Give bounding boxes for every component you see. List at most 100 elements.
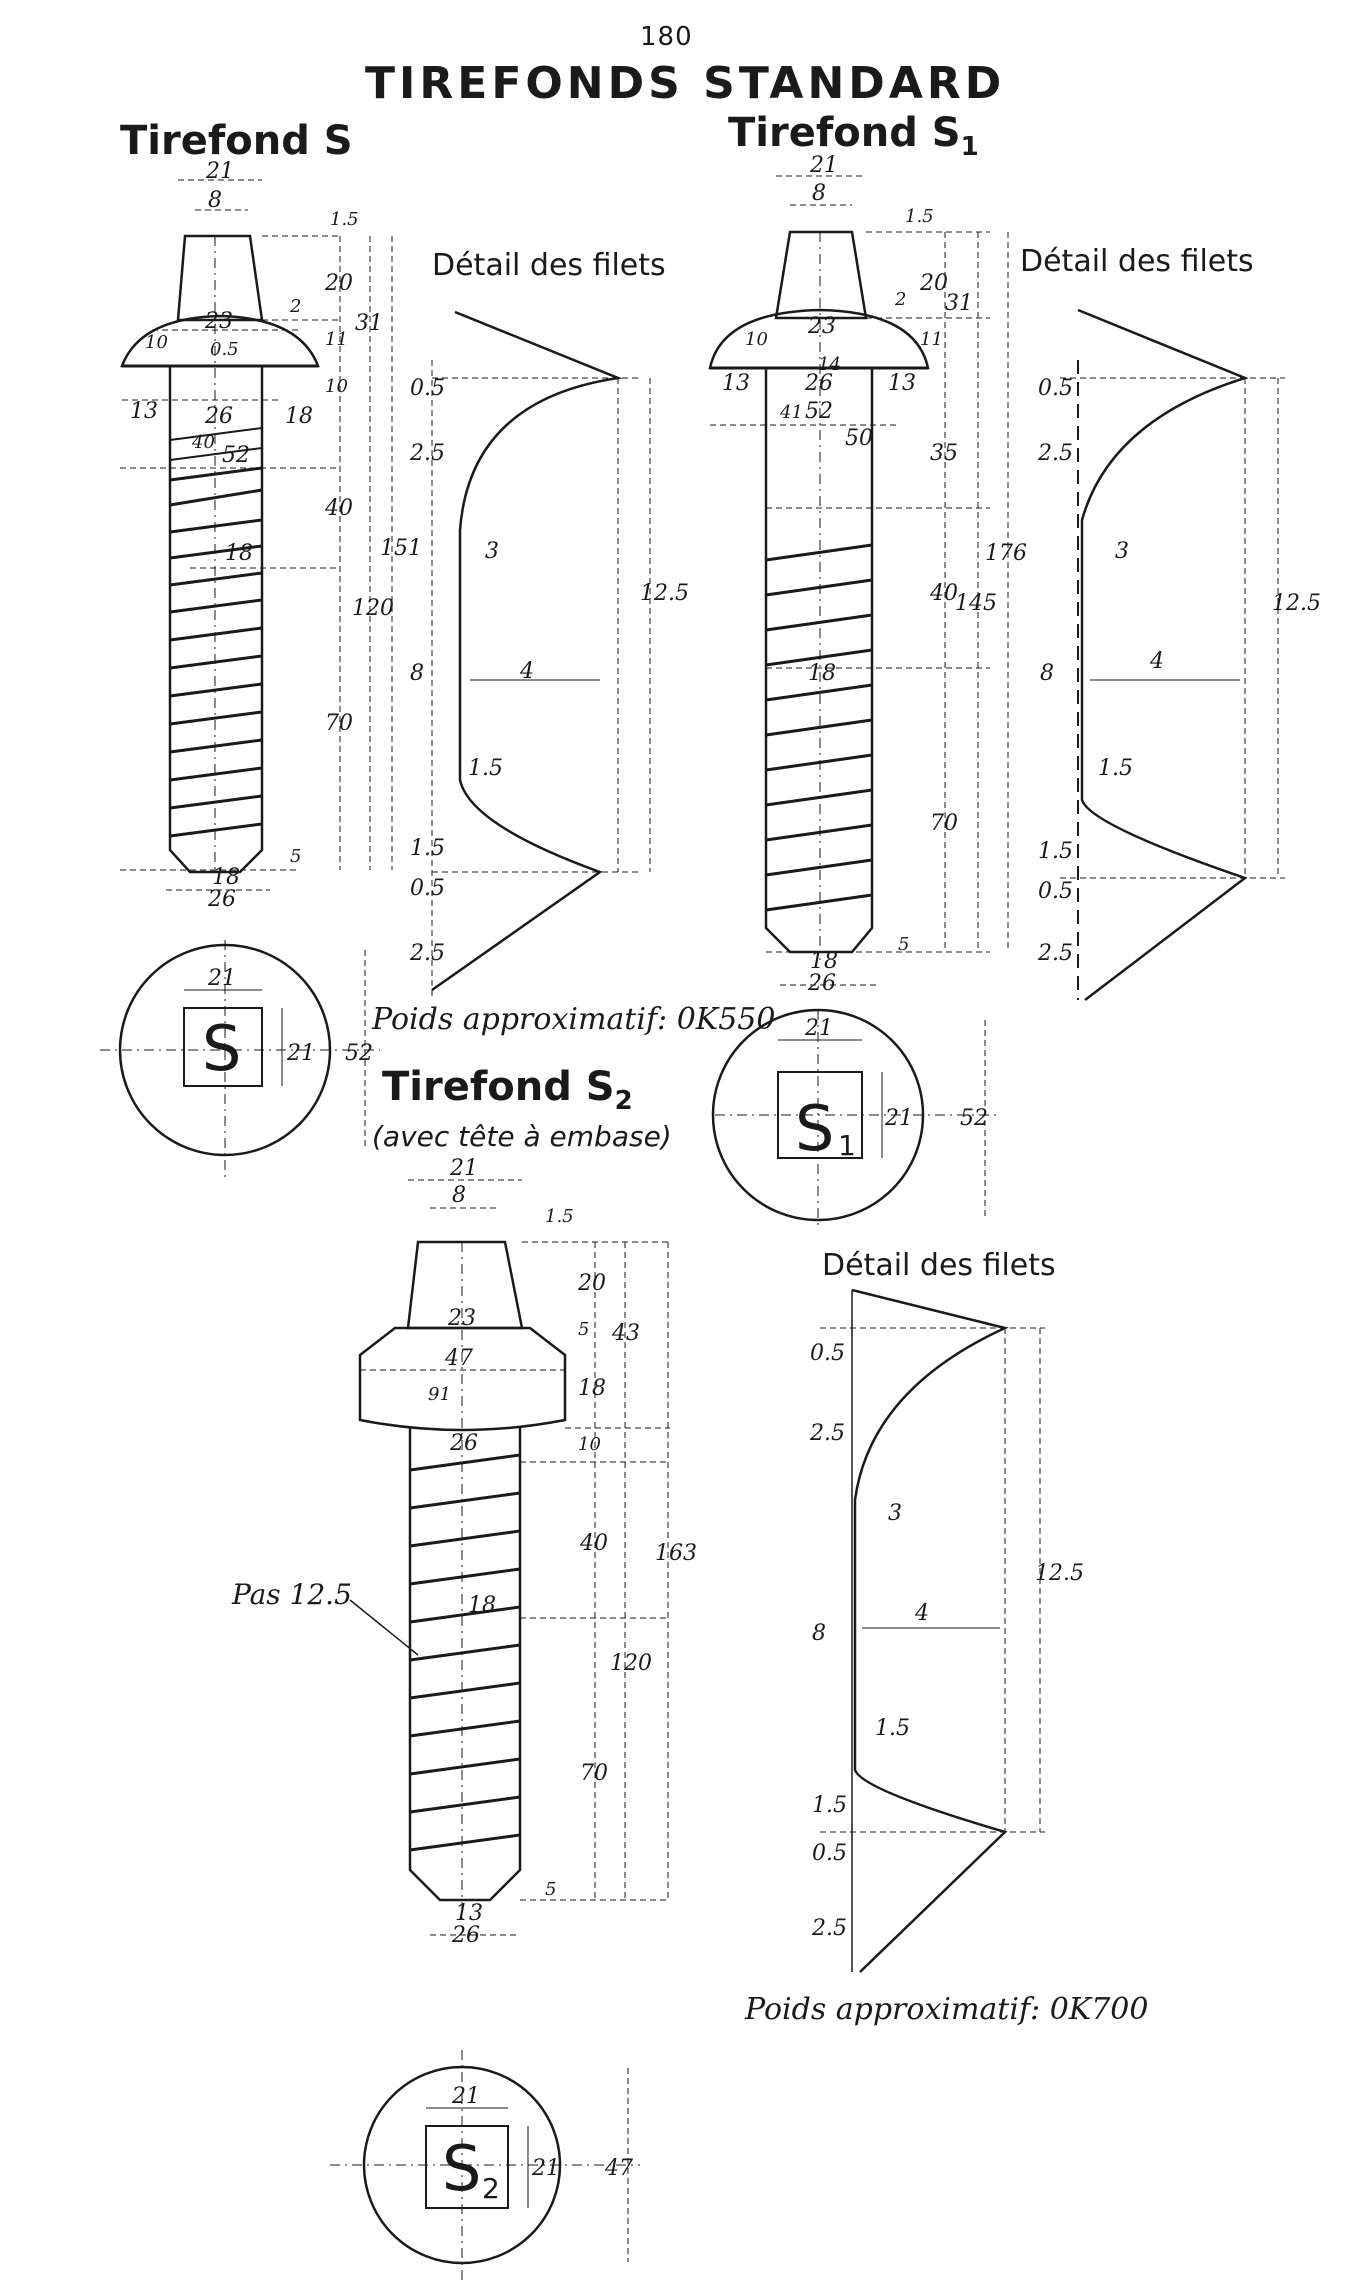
dim-s1-d176: 176 — [985, 541, 1027, 566]
thread-s-d8: 8 — [410, 661, 424, 686]
screw-s-threads — [169, 427, 263, 838]
dim-s-tip5: 5 — [290, 846, 301, 867]
figure-title-s1-text: Tirefond S — [728, 110, 961, 156]
thread-s1-d125: 12.5 — [1272, 591, 1321, 616]
dim-s2-d18b: 18 — [468, 1593, 496, 1618]
screw-s2 — [349, 1179, 670, 1936]
thread-s1-d05b: 0.5 — [1038, 879, 1073, 904]
thread-s1-d25b: 2.5 — [1037, 941, 1073, 966]
plan-s2-d47: 47 — [604, 2156, 633, 2181]
dim-s2-d26: 26 — [449, 1431, 478, 1456]
plan-s2-d21: 21 — [451, 2084, 480, 2109]
dim-s-tip18: 18 — [212, 865, 240, 890]
dim-s-shank151: 151 — [380, 536, 422, 561]
dim-s1-tip18: 18 — [810, 949, 838, 974]
thread-detail-title-s2: Détail des filets — [822, 1248, 1056, 1283]
dim-s-d18: 18 — [285, 404, 313, 429]
dim-s-head-top: 21 — [205, 159, 234, 184]
dim-s2-head-top: 21 — [449, 1156, 478, 1181]
screw-s-shank — [168, 366, 264, 874]
thread-s2-d05a: 0.5 — [810, 1341, 845, 1366]
dim-s-chamfer: 1.5 — [330, 209, 359, 230]
thread-detail-title-s: Détail des filets — [432, 248, 666, 283]
dim-s1-r41: 41 — [779, 402, 803, 423]
plan-s1-d52: 52 — [960, 1106, 988, 1131]
dim-s2-head-h: 20 — [577, 1271, 606, 1296]
dim-s1-r10: 10 — [745, 329, 768, 350]
thread-s-d4: 4 — [519, 659, 534, 684]
figure-subtitle-s2: (avec tête à embase) — [372, 1120, 672, 1153]
figure-title-s2-text: Tirefond S — [382, 1064, 615, 1110]
dim-s2-d18a: 18 — [578, 1376, 606, 1401]
dim-s-shank120: 120 — [352, 596, 394, 621]
screw-s2-shank — [408, 1428, 522, 1902]
thread-s-d15: 1.5 — [410, 836, 445, 861]
dim-s2-collar: 23 — [447, 1306, 476, 1331]
dim-s1-d26: 26 — [804, 371, 833, 396]
screw-s2-collar — [358, 1326, 567, 1432]
dim-s2-d47: 47 — [444, 1346, 473, 1371]
dim-s2-d5: 5 — [578, 1319, 589, 1340]
dim-s-d52: 52 — [222, 443, 250, 468]
page-title: TIREFONDS STANDARD — [365, 58, 1006, 109]
dim-s-gap: 2 — [289, 296, 301, 317]
dim-s-shank40: 40 — [324, 496, 353, 521]
screw-s-collar — [120, 314, 320, 368]
plan-s1-d21: 21 — [804, 1016, 833, 1041]
plan-view-s2 — [330, 2050, 640, 2280]
thread-detail-s2 — [820, 1288, 1045, 1973]
figure-title-s1: Tirefond S1 — [728, 110, 979, 162]
dim-s1-d145: 145 — [955, 591, 997, 616]
thread-s1-d4: 4 — [1149, 649, 1164, 674]
dim-s-r10: 10 — [145, 332, 168, 353]
dim-s1-collar: 23 — [807, 314, 836, 339]
dim-s2-tip13: 13 — [455, 1901, 483, 1926]
dim-s-head-h: 20 — [324, 271, 353, 296]
screw-s-head — [176, 234, 264, 322]
dim-s1-d31: 31 — [945, 291, 973, 316]
plan-s-d21b: 21 — [286, 1041, 315, 1066]
pitch-label: Pas 12.5 — [232, 1578, 352, 1611]
screw-s — [120, 179, 393, 891]
dim-s2-head-flat: 8 — [452, 1183, 466, 1208]
dim-s2-d43: 43 — [611, 1321, 640, 1346]
figure-title-s1-sub: 1 — [960, 132, 979, 162]
thread-s1-d05a: 0.5 — [1038, 376, 1073, 401]
dim-s2-d163: 163 — [655, 1541, 697, 1566]
thread-detail-title-s1: Détail des filets — [1020, 244, 1254, 279]
plan-view-s — [100, 940, 380, 1180]
dim-s-shank70: 70 — [325, 711, 353, 736]
dim-s1-d52: 52 — [805, 399, 833, 424]
dim-s-r40: 40 — [191, 432, 215, 453]
thread-s-d05a: 0.5 — [410, 376, 445, 401]
thread-s-r15: 1.5 — [468, 756, 503, 781]
dim-s2-r91: 91 — [428, 1384, 451, 1405]
screw-s1-collar — [708, 308, 930, 370]
plan-s-d52: 52 — [345, 1041, 373, 1066]
screw-s1-head — [774, 230, 868, 320]
weight-label-s2: Poids approximatif: 0K700 — [745, 1992, 1149, 2027]
thread-s2-d8: 8 — [812, 1621, 826, 1646]
thread-s1-d8: 8 — [1040, 661, 1054, 686]
dim-s-r05: 0.5 — [210, 339, 239, 360]
plan-s2-mark: S — [442, 2132, 481, 2205]
figure-title-s2-sub: 2 — [614, 1086, 633, 1116]
dim-s-head-flat: 8 — [208, 188, 222, 213]
thread-s-d125: 12.5 — [640, 581, 689, 606]
dim-s-d13: 13 — [130, 399, 158, 424]
thread-s2-d25b: 2.5 — [811, 1916, 847, 1941]
thread-s2-d4: 4 — [914, 1601, 929, 1626]
plan-s1-mark-sub: 1 — [838, 1129, 856, 1162]
dim-s1-d18: 18 — [808, 661, 836, 686]
dim-s1-tip26: 26 — [807, 971, 836, 996]
dim-s1-d13a: 13 — [722, 371, 750, 396]
thread-s2-r15: 1.5 — [875, 1716, 910, 1741]
thread-s1-r15: 1.5 — [1098, 756, 1133, 781]
dim-s2-d70: 70 — [580, 1761, 608, 1786]
dim-s2-tip5: 5 — [545, 1879, 556, 1900]
dim-s1-d70: 70 — [930, 811, 958, 836]
figure-title-s2: Tirefond S2 — [382, 1064, 633, 1116]
thread-s-d25b: 2.5 — [409, 941, 445, 966]
screw-s1 — [708, 175, 1009, 986]
